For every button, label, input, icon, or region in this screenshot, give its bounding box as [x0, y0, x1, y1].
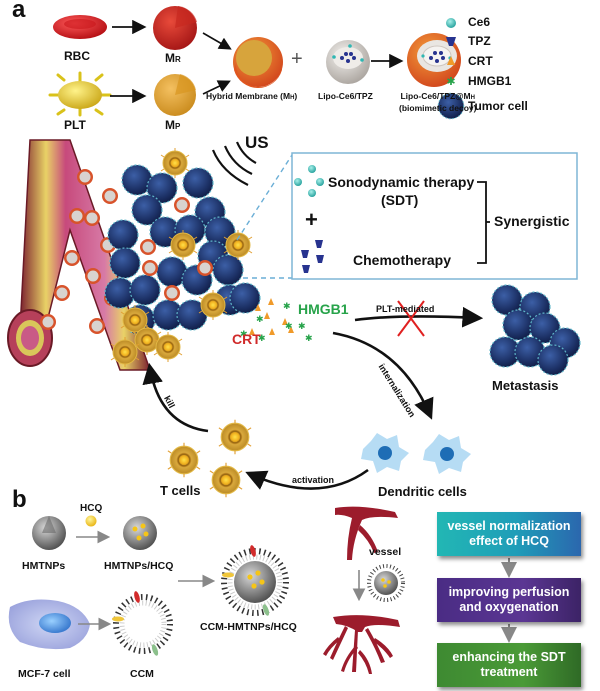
hmtnps-hcq-label: HMTNPs/HCQ [104, 560, 174, 572]
flow-box-3-line2: treatment [480, 665, 538, 679]
crt-legend-icon [447, 56, 455, 65]
metastasis-cluster [489, 284, 581, 376]
hybrid-membrane-icon [233, 37, 283, 88]
ultrasound-label: US [245, 133, 269, 152]
tpz-cluster-icon [301, 240, 324, 273]
mp-label: MP [165, 118, 180, 132]
ultrasound-waves-icon [211, 141, 257, 186]
metastasis-label: Metastasis [492, 378, 559, 393]
flow-box-2-line2: and oxygenation [459, 600, 559, 614]
biomimetic-decoy-icon [407, 33, 461, 87]
ce6-cluster-icon [294, 165, 324, 197]
normalized-vessel-icon [323, 615, 400, 674]
hcq-label: HCQ [80, 503, 103, 514]
crt-particles [249, 298, 294, 335]
activation-arrow [245, 468, 369, 490]
flow-box-1-line2: effect of HCQ [469, 534, 549, 548]
vessel-label: vessel [369, 546, 402, 558]
svg-text:✱: ✱ [285, 321, 293, 331]
hmgb1-legend-icon: ✱ [446, 76, 455, 88]
hybrid-membrane-label: Hybrid Membrane (MH) [206, 91, 297, 101]
ccm-hmtnps-hcq-icon [221, 545, 289, 616]
hcq-molecule-icon [85, 515, 97, 527]
mcf7-cell-label: MCF-7 cell [18, 668, 71, 680]
mr-label: MR [165, 51, 181, 65]
svg-text:✱: ✱ [283, 301, 291, 311]
mr-label-sub: R [175, 55, 181, 64]
legend-ce6: Ce6 [468, 15, 491, 29]
svg-text:✱: ✱ [305, 333, 313, 343]
blocked-cross-icon [397, 300, 425, 337]
panel-b-label: b [12, 486, 27, 513]
mcf7-cell-icon [8, 599, 90, 650]
mechanism-inset-box [291, 152, 578, 280]
legend-tumor-cell: Tumor cell [468, 99, 528, 113]
decoy-label-line2: (biomimetic decoy) [399, 103, 477, 113]
svg-text:✱: ✱ [256, 314, 264, 324]
legend-crt: CRT [468, 54, 493, 68]
inset-plus-sign: + [305, 207, 318, 232]
plt-mediated-label: PLT-mediated [376, 304, 435, 314]
abnormal-vessel-icon [335, 506, 398, 560]
legend-hmgb1: HMGB1 [468, 74, 512, 88]
zoom-line-top [236, 154, 293, 241]
internalization-arrow [332, 331, 434, 420]
mp-label-sub: P [175, 122, 181, 131]
kill-arrow [142, 362, 209, 433]
hmtnps-label: HMTNPs [22, 560, 66, 572]
plt-mediated-arrow [354, 306, 484, 328]
sdt-abbrev-label: (SDT) [381, 192, 419, 208]
chemotherapy-label: Chemotherapy [353, 252, 452, 268]
synergistic-label: Synergistic [494, 213, 570, 229]
flow-box-3-line1: enhancing the SDT [452, 650, 566, 664]
hybrid-label-end: ) [294, 91, 298, 101]
blood-vessel-illustration [7, 139, 152, 371]
rbc-icon [53, 15, 107, 39]
dendritic-cells-icon [361, 433, 471, 474]
panel-a-label: a [12, 0, 26, 23]
tpz-legend-icon [446, 37, 456, 46]
hybrid-label-main: Hybrid Membrane (M [206, 91, 291, 101]
mp-label-main: M [165, 118, 175, 132]
ccm-label: CCM [130, 668, 154, 680]
hmtnps-icon [32, 516, 66, 550]
decoy-label-sub: H [470, 95, 475, 101]
mr-membrane-icon [153, 6, 197, 50]
mr-label-main: M [165, 51, 175, 65]
activation-label: activation [292, 475, 335, 485]
decoy-label-main: Lipo-Ce6/TPZ@M [400, 91, 471, 101]
ce6-legend-icon [446, 18, 456, 28]
svg-text:✱: ✱ [240, 329, 248, 339]
plt-label: PLT [64, 118, 86, 132]
sdt-label: Sonodynamic therapy [328, 174, 475, 190]
t-cells-label: T cells [160, 483, 201, 498]
arrow-mr-to-hybrid [202, 32, 232, 50]
hmtnps-hcq-icon [123, 516, 157, 550]
lipo-ce6-tpz-label: Lipo-Ce6/TPZ [318, 91, 373, 101]
legend-tpz: TPZ [468, 34, 491, 48]
flow-box-1-line1: vessel normalization [447, 519, 571, 533]
arrow-mp-to-hybrid [202, 80, 231, 95]
crt-label: CRT [232, 331, 261, 347]
ccm-nanoparticle-small-icon [367, 564, 405, 602]
ccm-hmtnps-hcq-label: CCM-HMTNPs/HCQ [200, 621, 297, 633]
biomimetic-decoy-label: Lipo-Ce6/TPZ@MH (biomimetic decoy) [399, 91, 476, 113]
plt-icon [48, 71, 112, 117]
svg-text:✱: ✱ [298, 321, 306, 331]
plus-sign: + [291, 48, 303, 70]
mp-membrane-icon [154, 74, 196, 116]
ccm-icon [112, 591, 173, 656]
hybrid-label-sub: H [290, 95, 295, 101]
flow-box-2-line1: improving perfusion [448, 585, 570, 599]
hmgb1-particles: ✱ ✱ ✱ ✱ ✱ ✱ ✱ [240, 301, 313, 343]
svg-text:✱: ✱ [258, 333, 266, 343]
hmgb1-label: HMGB1 [298, 301, 349, 317]
rbc-label: RBC [64, 49, 90, 63]
lipo-ce6-tpz-icon [326, 40, 370, 84]
dendritic-cells-label: Dendritic cells [378, 484, 467, 499]
